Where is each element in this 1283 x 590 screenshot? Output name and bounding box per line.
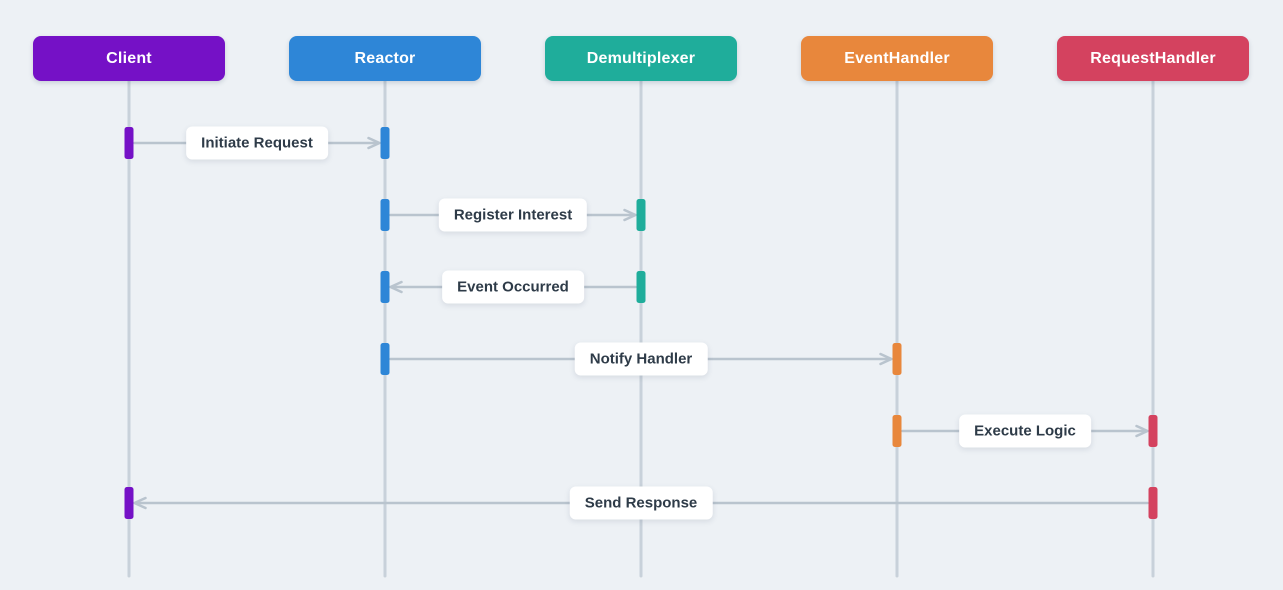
activation-bar-requesthandler	[1148, 415, 1158, 447]
message-arrowhead	[623, 208, 637, 222]
activation-bar-reactor	[380, 127, 390, 159]
message-arrowhead	[879, 352, 893, 366]
message-label: Execute Logic	[959, 414, 1091, 448]
activation-bar-reactor	[380, 199, 390, 231]
message-arrowhead	[133, 496, 147, 510]
message-label: Send Response	[569, 486, 713, 520]
actor-client: Client	[33, 36, 225, 81]
message-label: Initiate Request	[186, 126, 328, 160]
activation-bar-reactor	[380, 343, 390, 375]
activation-bar-eventhandler	[892, 343, 902, 375]
activation-bar-requesthandler	[1148, 487, 1158, 519]
activation-bar-client	[124, 487, 134, 519]
actor-reactor: Reactor	[289, 36, 481, 81]
message-arrowhead	[389, 280, 403, 294]
actor-eventhandler: EventHandler	[801, 36, 993, 81]
activation-bar-demultiplexer	[636, 271, 646, 303]
activation-bar-demultiplexer	[636, 199, 646, 231]
message-arrowhead	[1135, 424, 1149, 438]
message-label: Register Interest	[438, 198, 588, 232]
activation-bar-client	[124, 127, 134, 159]
actor-demultiplexer: Demultiplexer	[545, 36, 737, 81]
message-label: Event Occurred	[442, 270, 584, 304]
actor-requesthandler: RequestHandler	[1057, 36, 1249, 81]
message-arrowhead	[367, 136, 381, 150]
activation-bar-reactor	[380, 271, 390, 303]
message-label: Notify Handler	[574, 342, 708, 376]
activation-bar-eventhandler	[892, 415, 902, 447]
